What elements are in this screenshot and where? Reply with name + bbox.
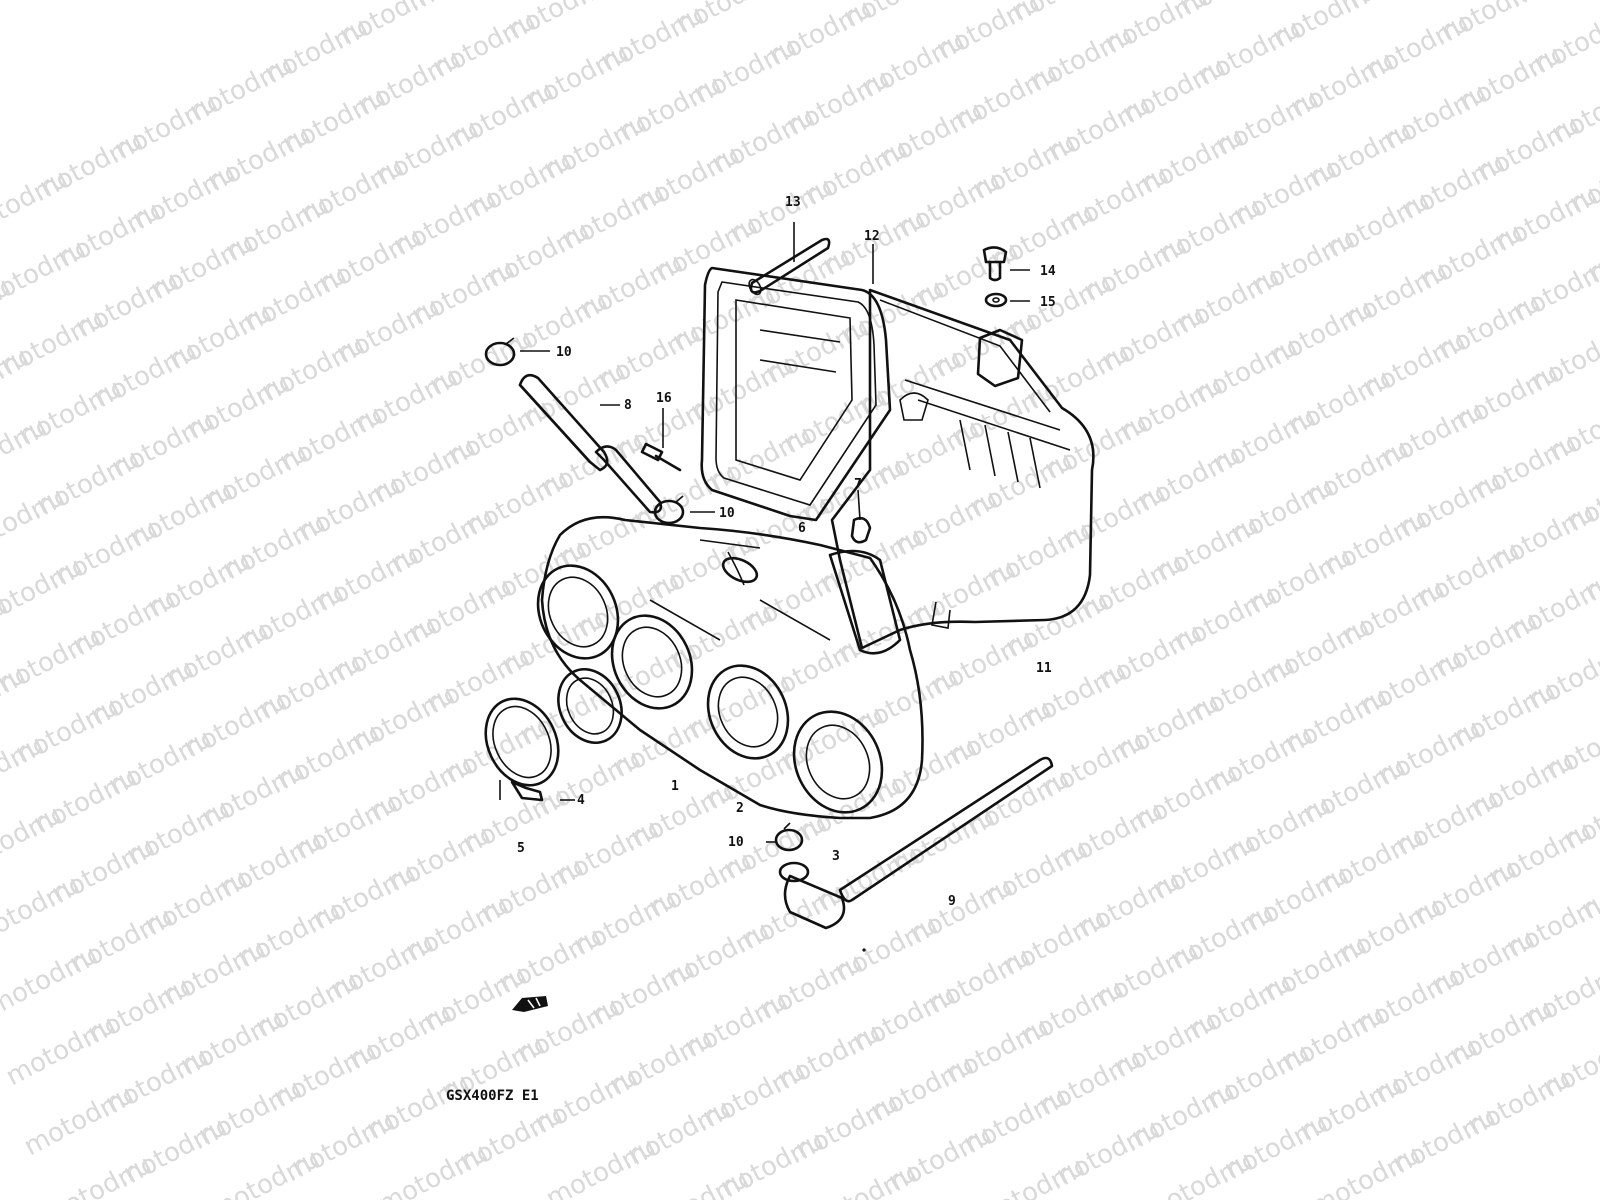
callout-7: 7: [854, 477, 862, 492]
watermark-text: motod.ru: [1597, 0, 1600, 46]
watermark-text: motod.ru: [1000, 0, 1119, 32]
watermark-text: motod.ru: [496, 0, 615, 50]
part-9-drain-hose: [783, 756, 1054, 930]
part-7-clip: [850, 516, 872, 544]
part-2-seal-ring: [557, 668, 623, 744]
callout-9: 9: [948, 894, 956, 909]
watermark-text: motod.ru: [1516, 638, 1600, 720]
watermark-text: motod.ru: [1429, 0, 1548, 52]
watermark-text: motod.ru: [832, 0, 951, 38]
watermark-text: motod.ru: [1534, 708, 1600, 790]
watermark-text: motod.ru: [1168, 0, 1287, 26]
part-1-intake-body: [536, 515, 924, 820]
front-arrow-icon: [512, 996, 548, 1012]
callout-1: 1: [671, 779, 679, 794]
part-14-bolt: [982, 246, 1008, 282]
callout-14: 14: [1040, 264, 1056, 279]
part-10-clamp-upper: [484, 337, 516, 367]
callout-5: 5: [517, 841, 525, 856]
part-13-hose: [748, 237, 831, 296]
part-11-air-cleaner-case: [830, 288, 1095, 650]
callout-10-middle: 10: [719, 506, 735, 521]
part-15-washer: [984, 292, 1008, 308]
callout-16: 16: [656, 391, 672, 406]
watermark-text: motod.ru: [1522, 2, 1600, 84]
callout-10-lower: 10: [728, 835, 744, 850]
callout-2: 2: [736, 801, 744, 816]
callout-10-upper: 10: [556, 345, 572, 360]
watermark-text: motod.ru: [403, 0, 522, 18]
callout-8: 8: [624, 398, 632, 413]
watermark-text: motod.ru: [1504, 0, 1600, 14]
callout-3: 3: [832, 849, 840, 864]
stray-dot: [862, 948, 866, 952]
callout-11: 11: [1036, 661, 1052, 676]
watermark-text: motod.ru: [1519, 320, 1600, 402]
callout-4: 4: [577, 793, 585, 808]
watermark-text: motod.ru: [1540, 72, 1600, 154]
part-4-clamp: [484, 697, 560, 802]
part-3-plug: [778, 861, 810, 883]
callout-labels: 13 12 14 15 10 8 16 10 6 7 11 1 2 4 5 10…: [517, 195, 1056, 909]
part-8-hose: [518, 373, 663, 514]
callout-12: 12: [864, 229, 880, 244]
watermark-text: motod.ru: [1531, 1026, 1600, 1108]
part-12-cover: [700, 266, 892, 522]
part-10-clamp-middle: [653, 495, 685, 525]
callout-13: 13: [785, 195, 801, 210]
leader-lines: [499, 222, 1030, 843]
watermark-text: motod.ru: [1336, 0, 1455, 20]
watermark-text: motod.ru: [1537, 390, 1600, 472]
callout-15: 15: [1040, 295, 1056, 310]
callout-6: 6: [798, 521, 806, 536]
part-16-screw: [640, 442, 682, 472]
watermark-text: motod.ru: [1513, 956, 1600, 1038]
part-10-clamp-lower: [774, 822, 804, 852]
model-code-label: GSX400FZ E1: [446, 1088, 539, 1104]
